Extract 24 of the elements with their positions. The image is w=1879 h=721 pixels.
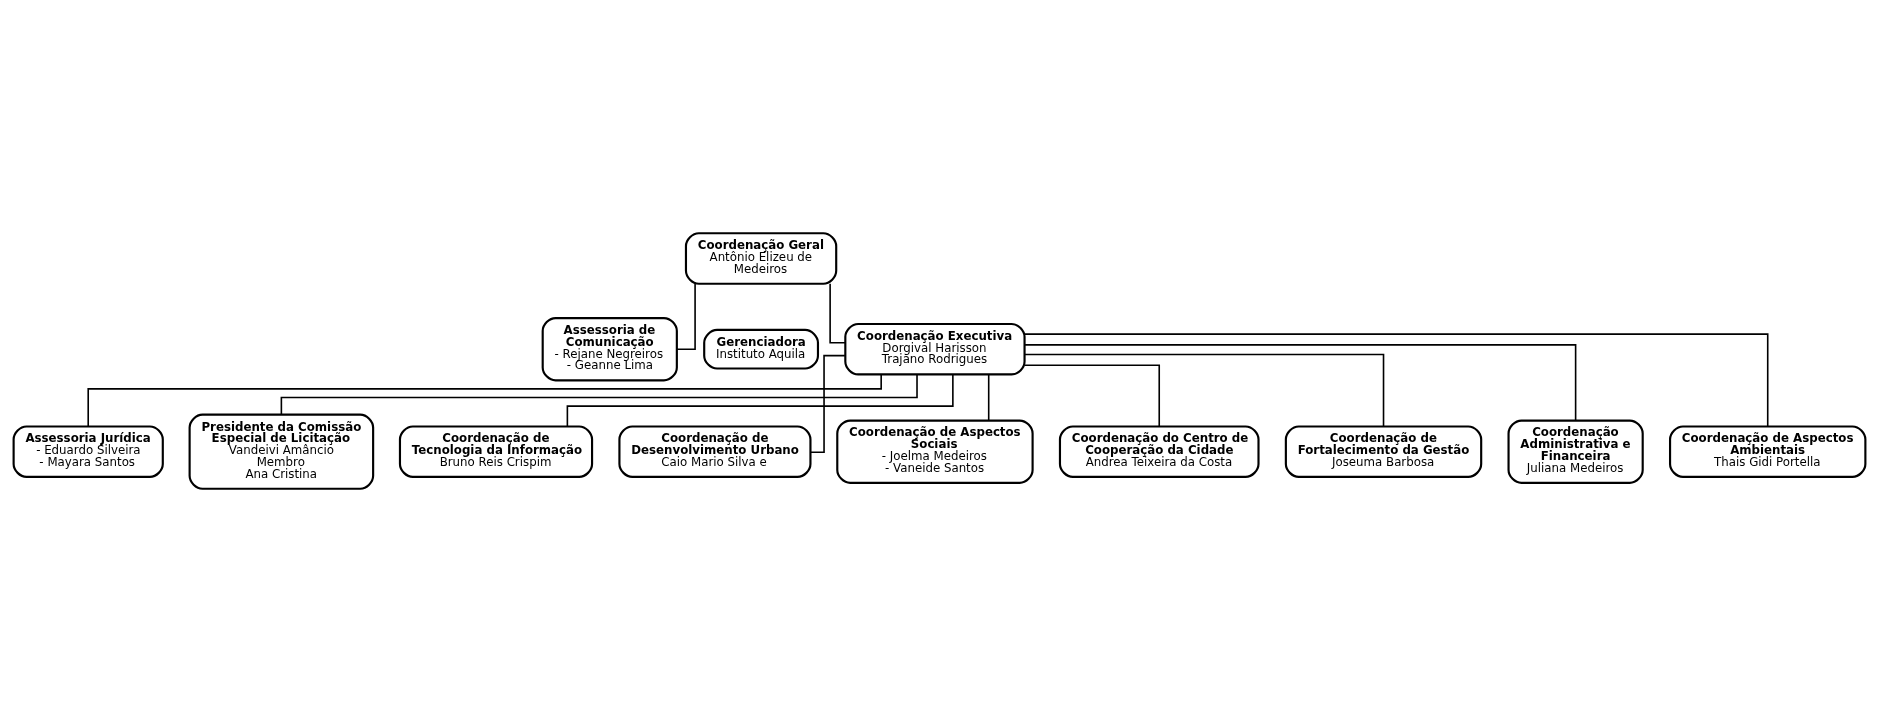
node-box: Coordenação de Tecnologia da Informação Bruno Reis Crispim: [398, 424, 594, 478]
node-box: Coordenação do Centro de Cooperação da Cidade Andrea Teixeira da Costa: [1058, 424, 1260, 478]
connector: [1024, 332, 1769, 427]
connector: [987, 373, 990, 421]
connector: [676, 282, 696, 350]
connector: [566, 373, 954, 427]
node-box: Coordenação de Fortalecimento da Gestão Joseuma Barbosa: [1284, 424, 1483, 478]
node-box: Coordenação de Desenvolvimento Urbano Caio Mario Silva e: [618, 424, 812, 478]
connector: [280, 373, 918, 415]
connector: [809, 354, 846, 453]
node-box: Coordenação Executiva Dorgival Harisson Trajano Rodrigues: [844, 322, 1026, 375]
connector: [829, 282, 846, 344]
node-box: Assessoria de Comunicação - Rejane Negreiros - Geanne Lima: [541, 316, 678, 381]
node-box: Gerenciadora Instituto Aquila: [703, 328, 820, 370]
connector: [1023, 353, 1385, 427]
node-box: Coordenação Administrativa e Financeira Juliana Medeiros: [1507, 419, 1644, 484]
connector: [1023, 343, 1577, 421]
node-box: Coordenação de Aspectos Sociais - Joelma Medeiros - Vaneide Santos: [836, 419, 1034, 484]
node-box: Coordenação de Aspectos Ambientais Thais Gidi Portella: [1669, 424, 1867, 478]
node-box: Assessoria Jurídica - Eduardo Silveira - Mayara Santos: [12, 424, 164, 478]
node-box: Presidente da Comissão Especial de Licitação Vandeivi Amâncio Membro Ana Cristina: [188, 413, 375, 490]
connector: [87, 373, 882, 427]
connector: [1023, 364, 1161, 427]
node-box: Coordenação Geral Antônio Elizeu de Medeiros: [684, 231, 838, 285]
